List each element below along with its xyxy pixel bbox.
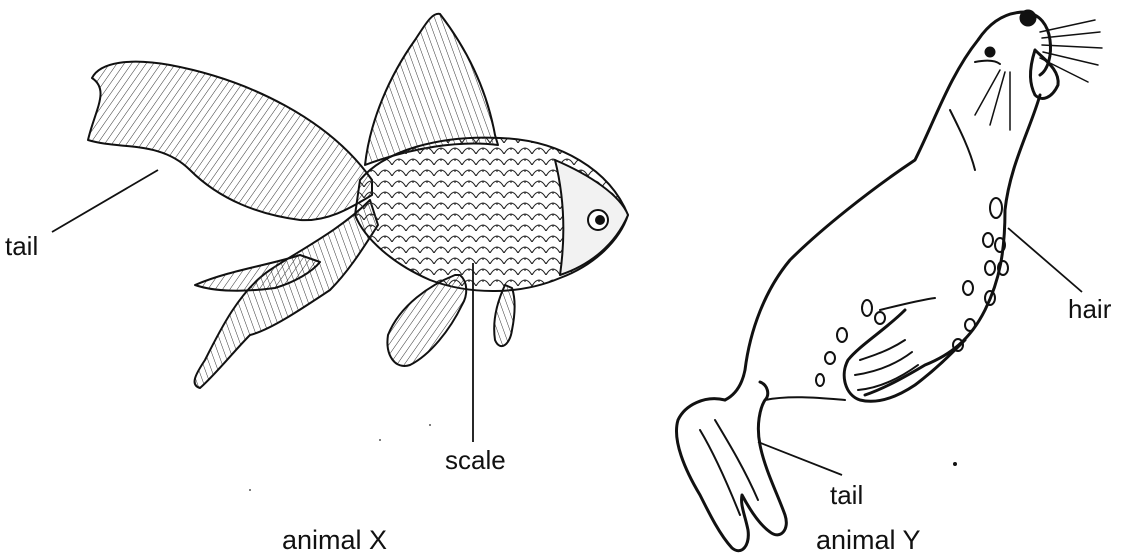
seal-drawing — [677, 11, 1102, 551]
seal-body-outline — [725, 12, 1025, 400]
label-seal-hair: hair — [1068, 296, 1111, 322]
fish-upper-tail-fin — [88, 62, 372, 220]
seal-belly-outline — [865, 95, 1040, 395]
caption-animal-y: animal Y — [816, 527, 921, 554]
fish-ventral-fin — [494, 285, 514, 346]
seal-tail-leader-line — [758, 442, 842, 475]
label-fish-scale: scale — [445, 447, 506, 473]
seal-eye — [986, 48, 994, 56]
goldfish-drawing — [88, 14, 628, 388]
fish-pectoral-fin — [387, 275, 466, 366]
seal-mouth — [1030, 50, 1058, 98]
caption-animal-x: animal X — [282, 527, 387, 554]
fish-tail-leader-line — [52, 170, 158, 232]
seal-spots — [816, 198, 1008, 386]
seal-hair-leader-line — [1008, 228, 1082, 292]
seal-nose — [1021, 11, 1035, 25]
seal-tail-flipper — [677, 382, 787, 551]
label-fish-tail: tail — [5, 233, 38, 259]
seal-front-flipper — [844, 310, 965, 401]
label-seal-tail: tail — [830, 482, 863, 508]
fish-lower-tail-fin — [195, 200, 378, 388]
